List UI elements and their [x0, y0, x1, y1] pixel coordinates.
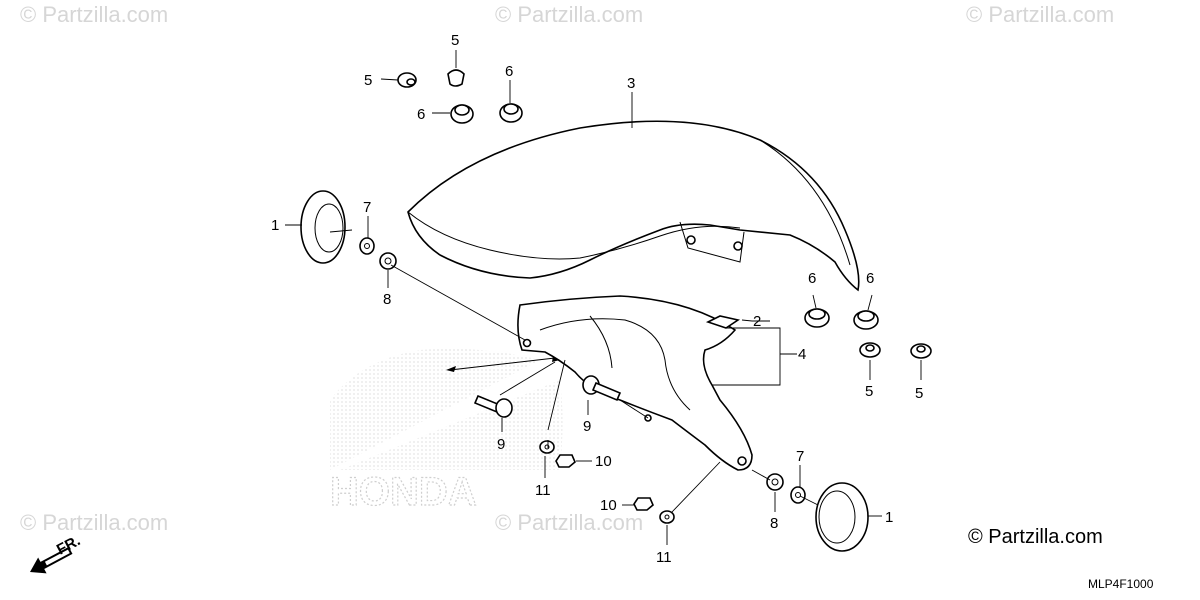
- callout-6a: 6: [417, 106, 425, 123]
- grommet-6a: [450, 104, 474, 124]
- grommet-6b: [499, 103, 523, 123]
- copyright-text: © Partzilla.com: [968, 526, 1103, 548]
- callout-5b: 5: [451, 32, 459, 49]
- fender-stay: [517, 295, 753, 471]
- grommet-6c: [804, 308, 830, 328]
- callout-3: 3: [627, 75, 635, 92]
- front-fender: [407, 120, 860, 292]
- watermark-bottom-left: © Partzilla.com: [20, 510, 168, 535]
- bolt-9-left: [473, 394, 513, 418]
- washer-7b: [790, 486, 806, 504]
- callout-8b: 8: [770, 515, 778, 532]
- bolt-9-center: [582, 375, 622, 402]
- callout-labels: 5 5 6 6 3 1 7 8 2 4 6 6 5 5 9 9 10 11 10…: [271, 32, 923, 566]
- washer-7a: [359, 237, 375, 255]
- washer-8a: [379, 252, 397, 270]
- callout-7b: 7: [796, 448, 804, 465]
- grommet-6d: [853, 310, 879, 330]
- watermark-top-left: © Partzilla.com: [20, 2, 168, 27]
- callout-11a: 11: [535, 482, 551, 499]
- washer-11b: [659, 510, 675, 524]
- honda-wing-logo: [330, 348, 563, 470]
- callout-9b: 9: [583, 418, 591, 435]
- watermark-bottom-center: © Partzilla.com: [495, 510, 643, 535]
- callout-8a: 8: [383, 291, 391, 308]
- nut-part-2: [705, 315, 741, 329]
- callout-4: 4: [798, 346, 806, 363]
- callout-5d: 5: [915, 385, 923, 402]
- collar-5d: [910, 343, 932, 359]
- leader-lines: [285, 50, 922, 545]
- callout-11b: 11: [656, 549, 672, 566]
- callout-6c: 6: [808, 270, 816, 287]
- collar-5a: [397, 72, 417, 88]
- callout-6d: 6: [866, 270, 874, 287]
- callout-10a: 10: [595, 453, 612, 470]
- callout-7a: 7: [363, 199, 371, 216]
- honda-logo-text: HONDA: [330, 470, 477, 514]
- cap-1-right: [815, 482, 869, 552]
- nut-10b: [633, 497, 654, 511]
- callout-6b: 6: [505, 63, 513, 80]
- callout-10b: 10: [600, 497, 617, 514]
- nut-10a: [555, 454, 576, 468]
- watermark-top-right: © Partzilla.com: [966, 2, 1114, 27]
- collar-5c: [859, 342, 881, 358]
- callout-9a: 9: [497, 436, 505, 453]
- callout-1b: 1: [885, 509, 893, 526]
- washer-8b: [766, 473, 784, 491]
- cap-1-left: [300, 190, 353, 264]
- callout-5c: 5: [865, 383, 873, 400]
- callout-5a: 5: [364, 72, 372, 89]
- callout-2: 2: [753, 313, 761, 330]
- diagram-code: MLP4F1000: [1088, 577, 1154, 591]
- collar-5b: [447, 69, 465, 87]
- watermark-top-center: © Partzilla.com: [495, 2, 643, 27]
- front-direction-arrow: [30, 546, 73, 574]
- callout-1a: 1: [271, 217, 279, 234]
- washer-11a: [539, 440, 555, 454]
